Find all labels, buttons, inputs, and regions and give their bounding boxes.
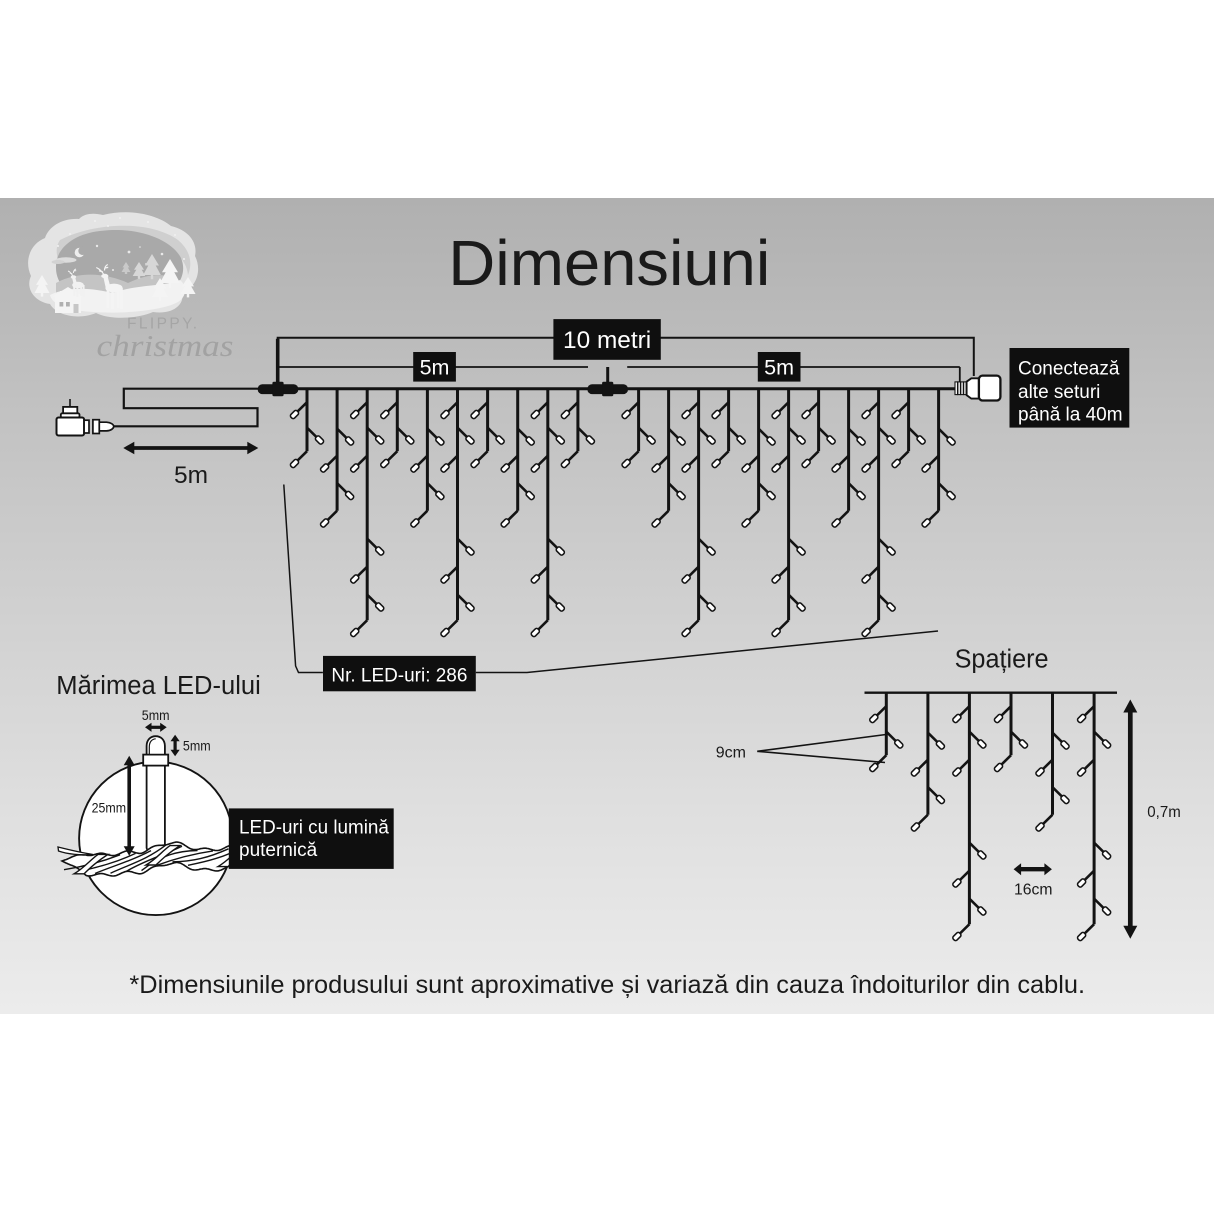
svg-text:până la 40m: până la 40m (1018, 405, 1123, 426)
svg-text:puternică: puternică (239, 840, 318, 861)
svg-text:christmas: christmas (97, 328, 234, 363)
svg-text:LED-uri cu lumină: LED-uri cu lumină (239, 817, 389, 838)
svg-text:16cm: 16cm (1014, 881, 1053, 898)
svg-text:Spațiere: Spațiere (955, 646, 1049, 674)
svg-text:5m: 5m (174, 462, 208, 489)
svg-text:10 metri: 10 metri (563, 327, 651, 354)
svg-text:0,7m: 0,7m (1147, 804, 1181, 821)
svg-text:5mm: 5mm (183, 739, 211, 754)
svg-text:Conectează: Conectează (1018, 359, 1120, 380)
svg-text:5mm: 5mm (142, 708, 170, 723)
svg-text:9cm: 9cm (716, 745, 746, 762)
svg-text:Nr. LED-uri: 286: Nr. LED-uri: 286 (331, 665, 467, 686)
svg-text:FLIPPY.: FLIPPY. (127, 316, 200, 333)
svg-text:25mm: 25mm (92, 801, 127, 816)
svg-text:5m: 5m (764, 355, 794, 379)
svg-text:alte seturi: alte seturi (1018, 382, 1100, 403)
svg-text:Mărimea LED-ului: Mărimea LED-ului (56, 672, 260, 700)
svg-text:*Dimensiunile produsului sunt: *Dimensiunile produsului sunt aproximati… (129, 971, 1085, 999)
svg-text:5m: 5m (420, 355, 450, 379)
svg-text:Dimensiuni: Dimensiuni (448, 227, 770, 299)
